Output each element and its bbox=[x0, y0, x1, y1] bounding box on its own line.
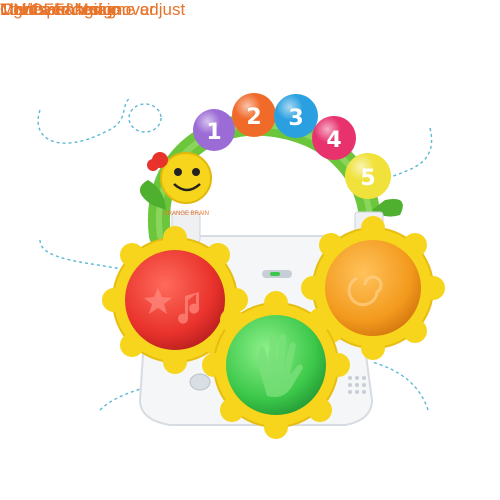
callout-turnover-design: Turnover design bbox=[0, 0, 123, 19]
swirl-icon bbox=[347, 275, 383, 307]
svg-text:5: 5 bbox=[360, 166, 375, 191]
number-bubble-2[interactable]: 2 bbox=[232, 93, 276, 137]
green-drum-pad[interactable] bbox=[202, 291, 350, 439]
star-icon bbox=[144, 288, 172, 314]
caterpillar-head[interactable]: ORANGE BRAIN bbox=[147, 152, 212, 217]
callout-loudspeaker: Loudspeaker bbox=[0, 0, 99, 19]
music-note-icon bbox=[178, 292, 200, 324]
callout-mode-changing: Mode changing-over bbox=[0, 0, 155, 19]
callout-onoff-volume: ON/OFF& volume adjust bbox=[0, 0, 186, 19]
smile-face-icon bbox=[173, 183, 201, 192]
callout-light-music: Light and Music bbox=[0, 0, 120, 19]
number-bubble-3[interactable]: 3 bbox=[274, 94, 318, 138]
svg-text:4: 4 bbox=[326, 128, 341, 153]
brand-mark: ORANGE BRAIN bbox=[163, 211, 209, 217]
svg-text:3: 3 bbox=[288, 106, 303, 131]
svg-text:2: 2 bbox=[246, 105, 261, 130]
orange-drum-pad[interactable] bbox=[301, 216, 445, 360]
svg-text:1: 1 bbox=[206, 120, 221, 145]
hand-icon bbox=[258, 333, 303, 397]
number-bubble-1[interactable]: 1 bbox=[193, 109, 235, 151]
red-drum-pad[interactable] bbox=[102, 226, 248, 374]
speaker-grille-icon bbox=[348, 376, 366, 394]
power-volume-knob[interactable] bbox=[189, 373, 211, 391]
number-bubble-5[interactable]: 5 bbox=[345, 153, 391, 199]
number-bubble-4[interactable]: 4 bbox=[312, 116, 356, 160]
